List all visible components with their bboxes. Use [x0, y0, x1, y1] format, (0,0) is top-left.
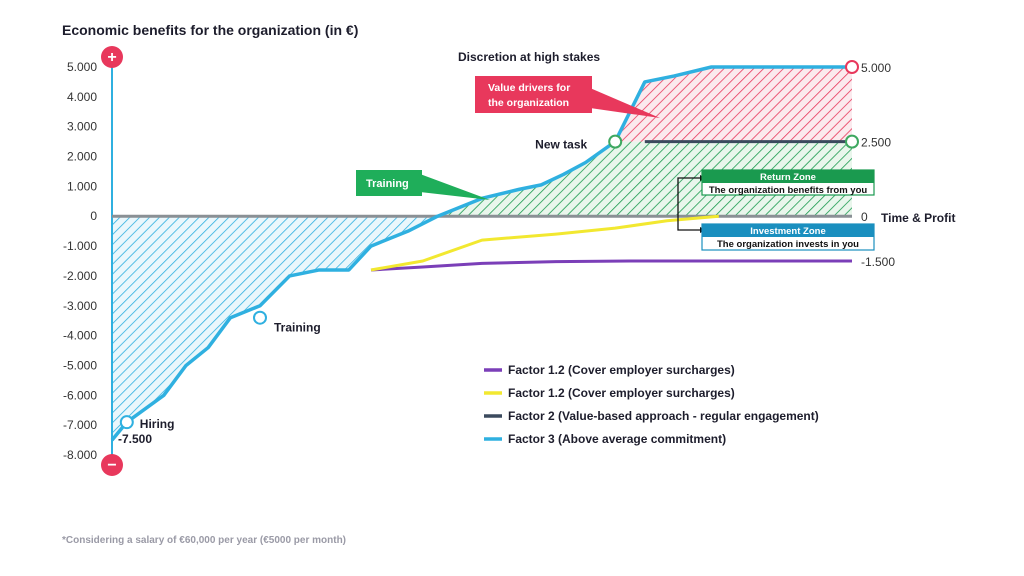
marker-5	[845, 60, 859, 74]
y-tick-label: 0	[90, 209, 97, 223]
end-label-zero: 0	[861, 210, 868, 224]
end-label-mid: 2.500	[861, 136, 891, 150]
legend-label-1: Factor 1.2 (Cover employer surcharges)	[508, 363, 735, 377]
value-drivers-line1: Value drivers for	[488, 82, 570, 94]
legend-label-2: Factor 1.2 (Cover employer surcharges)	[508, 386, 735, 400]
value-drivers-line2: the organization	[488, 97, 569, 109]
annotations: 5.000 2.500 0 -1.500 Time & Profit -7.500 Disc…	[118, 50, 955, 446]
legend-label-4: Factor 3 (Above average commitment)	[508, 432, 726, 446]
zone-connector	[677, 177, 700, 231]
legend: Factor 1.2 (Cover employer surcharges) Fa…	[484, 363, 819, 446]
y-tick-label: 4.000	[67, 90, 97, 104]
return-area	[437, 141, 852, 217]
y-tick-label: -4.000	[63, 329, 97, 343]
y-tick-label: -8.000	[63, 448, 97, 462]
plus-icon	[101, 46, 123, 68]
series-line-4	[110, 65, 852, 442]
marker-label: New task	[535, 138, 587, 152]
return-zone-header	[702, 170, 874, 183]
y-tick-label: -3.000	[63, 299, 97, 313]
value-drivers-box	[475, 76, 592, 113]
marker-label: Training	[274, 321, 321, 335]
value-drivers-pointer	[590, 88, 660, 118]
marker-label: Hiring	[140, 417, 175, 431]
investment-zone-header	[702, 224, 874, 237]
y-tick-label: -5.000	[63, 358, 97, 372]
marker-3	[608, 134, 623, 149]
marker-2	[253, 310, 267, 325]
training-box-label: Training	[366, 178, 409, 190]
y-tick-label: 3.000	[67, 120, 97, 134]
y-tick-label: -7.000	[63, 418, 97, 432]
training-box	[356, 170, 422, 196]
x-axis-label: Time & Profit	[881, 211, 955, 225]
investment-zone-text: The organization invests in you	[717, 239, 859, 250]
end-label-low: -1.500	[861, 255, 895, 269]
minus-icon-symbol: −	[107, 457, 116, 474]
y-tick-label: -1.000	[63, 239, 97, 253]
markers: Hiring Training New task	[119, 60, 859, 431]
series-line-2	[370, 214, 719, 272]
plus-icon-symbol: +	[107, 49, 116, 66]
marker-1	[119, 415, 134, 430]
discretion-label: Discretion at high stakes	[458, 50, 600, 64]
footnote: *Considering a salary of €60,000 per yea…	[62, 535, 346, 546]
y-tick-label: 2.000	[67, 150, 97, 164]
area-fills	[112, 67, 852, 441]
start-value-label: -7.500	[118, 432, 152, 446]
axes: 5.000 4.000 3.000 2.000 1.000 0 -1.000 -2.000 -3…	[63, 46, 852, 476]
y-tick-label: -2.000	[63, 269, 97, 283]
investment-area	[112, 216, 438, 441]
end-label-top: 5.000	[861, 61, 891, 75]
value-drivers-area	[615, 67, 852, 142]
series-line-1	[370, 259, 852, 272]
y-tick-label: 1.000	[67, 179, 97, 193]
y-tick-label: 5.000	[67, 60, 97, 74]
marker-4	[845, 134, 859, 149]
return-zone-text: The organization benefits from you	[709, 185, 868, 196]
return-zone-title: Return Zone	[760, 172, 816, 183]
chart-title: Economic benefits for the organization (…	[62, 22, 358, 38]
investment-zone-title: Investment Zone	[750, 226, 826, 237]
minus-icon	[101, 454, 123, 476]
series-lines	[110, 65, 852, 442]
y-tick-label: -6.000	[63, 388, 97, 402]
legend-label-3: Factor 2 (Value-based approach - regular…	[508, 409, 819, 423]
training-pointer	[420, 174, 490, 200]
